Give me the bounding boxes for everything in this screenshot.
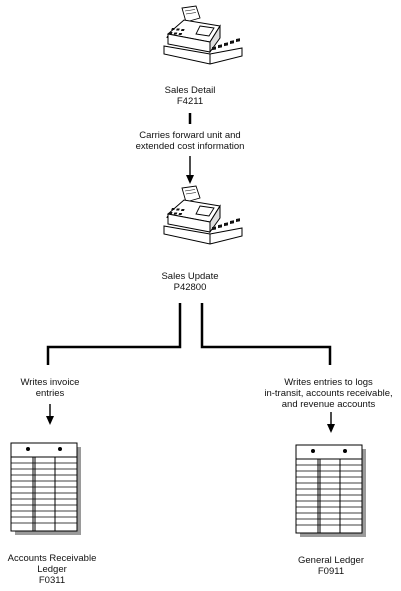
detail-to-update-line2: extended cost information — [135, 141, 245, 152]
update-to-gl-line3: and revenue accounts — [281, 399, 376, 410]
update-to-ar-label: Writes invoice entries — [0, 377, 100, 399]
sales-detail-code: F4211 — [176, 96, 204, 107]
ar-ledger-label: Accounts Receivable Ledger F0311 — [0, 553, 104, 586]
update-to-gl-label: Writes entries to logs in-transit, accou… — [256, 377, 401, 410]
sales-update-register-icon — [163, 185, 243, 245]
sales-update-code: P42800 — [173, 282, 207, 293]
gl-ledger-sheet-icon — [295, 444, 367, 538]
ar-ledger-name-line1: Accounts Receivable — [7, 553, 97, 564]
detail-to-update-line1: Carries forward unit and — [139, 130, 241, 141]
sales-update-name: Sales Update — [161, 271, 219, 282]
sales-detail-register-icon — [163, 5, 243, 65]
update-to-ar-branch-line — [46, 303, 182, 365]
ar-arrowhead — [46, 416, 54, 425]
update-to-ar-line1: Writes invoice — [20, 377, 80, 388]
ar-ledger-code: F0311 — [38, 575, 66, 586]
gl-ledger-name: General Ledger — [297, 555, 365, 566]
ar-ledger-sheet-icon — [10, 442, 82, 536]
ar-ledger-name-line2: Ledger — [37, 564, 67, 575]
update-to-gl-line1: Writes entries to logs — [284, 377, 373, 388]
update-to-gl-branch-line — [200, 303, 332, 365]
update-to-ar-line2: entries — [35, 388, 65, 399]
sales-detail-name: Sales Detail — [164, 85, 216, 96]
gl-ledger-label: General Ledger F0911 — [279, 555, 383, 577]
gl-ledger-code: F0911 — [317, 566, 345, 577]
sales-detail-label: Sales Detail F4211 — [140, 85, 240, 107]
sales-update-label: Sales Update P42800 — [140, 271, 240, 293]
update-to-gl-line2: in-transit, accounts receivable, — [264, 388, 393, 399]
gl-arrowhead — [327, 424, 335, 433]
detail-to-update-label: Carries forward unit and extended cost i… — [110, 130, 270, 152]
detail-to-update-arrowhead — [186, 175, 194, 184]
